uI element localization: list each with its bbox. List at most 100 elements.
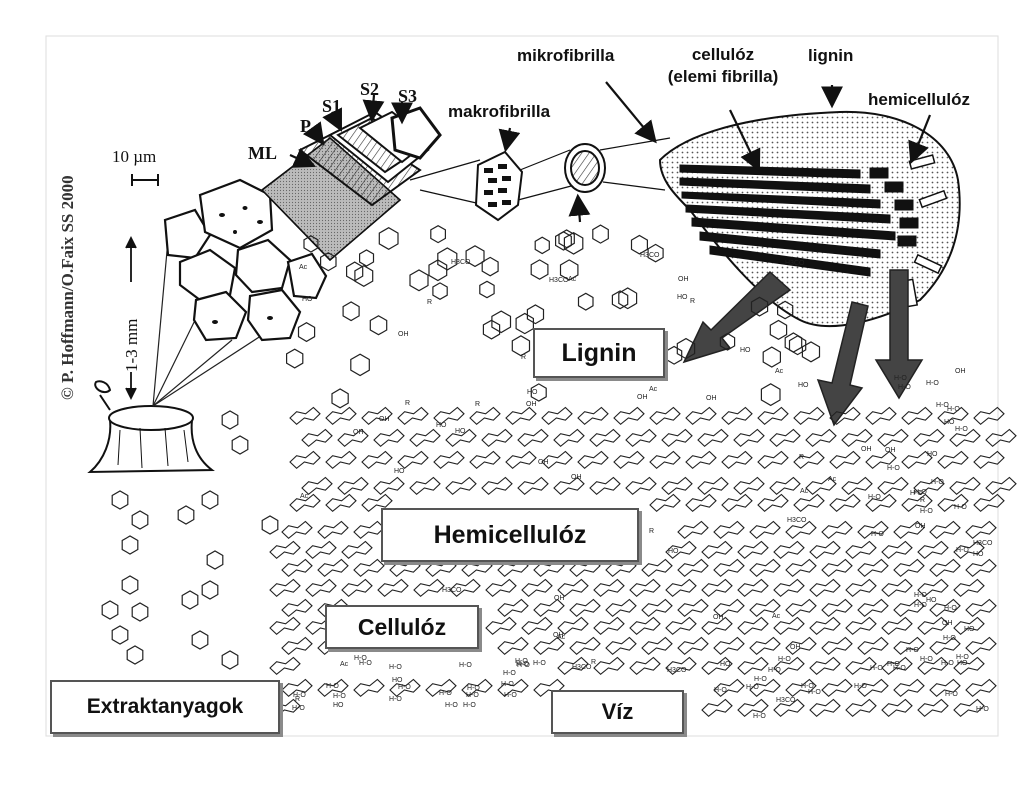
connector-lines-3 bbox=[599, 137, 671, 191]
sugar-ring bbox=[605, 598, 637, 618]
sugar-ring bbox=[461, 558, 493, 578]
lignin-ring bbox=[359, 249, 375, 267]
extractive-ring bbox=[121, 575, 139, 595]
sugar-ring bbox=[965, 520, 997, 540]
sugar-ring bbox=[589, 428, 621, 448]
sugar-ring bbox=[433, 450, 465, 470]
lignin-ring bbox=[465, 245, 485, 268]
extractive-ring bbox=[111, 490, 129, 510]
sugar-ring bbox=[793, 493, 825, 513]
sugar-ring bbox=[785, 598, 817, 618]
sugar-ring bbox=[893, 558, 925, 578]
lignin-ring bbox=[515, 312, 535, 335]
sugar-ring bbox=[517, 428, 549, 448]
sugar-ring bbox=[497, 678, 529, 698]
lignin-ring bbox=[665, 345, 683, 365]
sugar-ring bbox=[737, 698, 769, 718]
sugar-ring bbox=[325, 406, 357, 426]
extractive-ring bbox=[177, 505, 195, 525]
sugar-ring bbox=[685, 450, 717, 470]
chem-label: Ac bbox=[300, 493, 309, 500]
sugar-ring bbox=[677, 598, 709, 618]
sugar-ring bbox=[773, 656, 805, 676]
sugar-ring bbox=[361, 450, 393, 470]
sugar-ring bbox=[701, 578, 733, 598]
chem-label: H3CO bbox=[442, 587, 462, 594]
chem-label: H3CO bbox=[667, 667, 687, 674]
extractive-ring bbox=[206, 550, 224, 570]
sugar-ring bbox=[965, 678, 997, 698]
sugar-ring bbox=[373, 428, 405, 448]
sugar-ring bbox=[641, 558, 673, 578]
chem-label: OH bbox=[637, 394, 648, 401]
sugar-ring bbox=[845, 540, 877, 560]
sugar-ring bbox=[785, 636, 817, 656]
chem-label: Ac bbox=[800, 488, 809, 495]
sugar-ring bbox=[901, 493, 933, 513]
sugar-ring bbox=[917, 540, 949, 560]
sugar-ring bbox=[629, 616, 661, 636]
magnification-lines bbox=[152, 239, 271, 407]
sugar-ring bbox=[845, 578, 877, 598]
lignin-ring bbox=[554, 231, 572, 251]
sugar-ring bbox=[821, 558, 853, 578]
lignin-ring bbox=[378, 227, 399, 250]
box-lignin: Lignin bbox=[533, 328, 665, 378]
sugar-ring bbox=[413, 578, 445, 598]
sugar-ring bbox=[893, 636, 925, 656]
sugar-ring bbox=[793, 450, 825, 470]
lignin-ring bbox=[611, 290, 629, 310]
chem-label: H3CO bbox=[640, 252, 660, 259]
scale-bar-10um bbox=[131, 174, 159, 186]
lignin-ring bbox=[297, 322, 316, 343]
chem-label: Ac bbox=[299, 264, 308, 271]
sugar-ring bbox=[893, 598, 925, 618]
water-molecule: H-O bbox=[292, 705, 305, 712]
sugar-ring bbox=[577, 406, 609, 426]
chem-label: OH bbox=[713, 614, 724, 621]
water-molecule: H-O bbox=[906, 647, 919, 654]
sugar-ring bbox=[949, 476, 981, 496]
sugar-ring bbox=[773, 616, 805, 636]
sugar-ring bbox=[713, 678, 745, 698]
sugar-ring bbox=[281, 598, 313, 618]
lignin-ring bbox=[511, 335, 531, 357]
lignin-ring bbox=[530, 259, 549, 280]
sugar-ring bbox=[317, 558, 349, 578]
sugar-ring bbox=[865, 493, 897, 513]
sugar-ring bbox=[677, 636, 709, 656]
lignin-ring bbox=[534, 236, 550, 255]
sugar-ring bbox=[677, 558, 709, 578]
sugar-ring bbox=[809, 578, 841, 598]
sugar-ring bbox=[557, 616, 589, 636]
chem-label: R bbox=[799, 454, 804, 461]
extractive-ring bbox=[181, 590, 199, 610]
sugar-ring bbox=[557, 656, 589, 676]
water-molecule: H-O bbox=[517, 662, 530, 669]
sugar-ring bbox=[397, 406, 429, 426]
sugar-ring bbox=[929, 520, 961, 540]
sugar-ring bbox=[469, 450, 501, 470]
water-molecule: H-O bbox=[943, 635, 956, 642]
sugar-ring bbox=[341, 578, 373, 598]
polysaccharide-chains bbox=[269, 406, 1017, 718]
chem-label: HO bbox=[392, 677, 403, 684]
water-molecule: H-O bbox=[868, 494, 881, 501]
water-molecule: H-O bbox=[871, 531, 884, 538]
water-molecule: H-O bbox=[354, 655, 367, 662]
sugar-ring bbox=[901, 450, 933, 470]
water-molecule: H-O bbox=[956, 654, 969, 661]
water-molecule: H-O bbox=[754, 676, 767, 683]
chem-label: Ac bbox=[568, 276, 577, 283]
extractive-ring bbox=[111, 625, 129, 645]
sugar-ring bbox=[845, 656, 877, 676]
sugar-ring bbox=[301, 428, 333, 448]
water-molecule: H-O bbox=[516, 661, 529, 668]
lignin-ring bbox=[481, 256, 499, 277]
sugar-ring bbox=[625, 476, 657, 496]
water-molecule: H-O bbox=[941, 660, 954, 667]
sugar-ring bbox=[629, 656, 661, 676]
sugar-ring bbox=[353, 558, 385, 578]
sugar-ring bbox=[289, 406, 321, 426]
sugar-ring bbox=[881, 540, 913, 560]
